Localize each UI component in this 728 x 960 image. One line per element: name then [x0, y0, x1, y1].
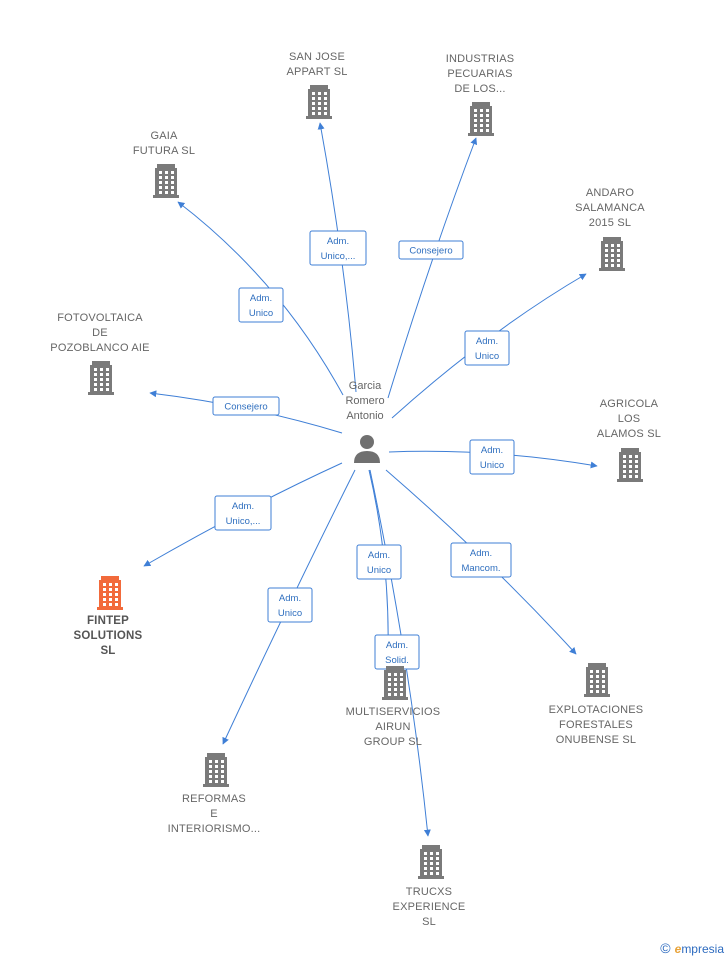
- company-node-multiservicios-airun[interactable]: MULTISERVICIOS AIRUN GROUP SL: [346, 666, 441, 748]
- building-icon: [306, 85, 332, 119]
- edge-label-text: Unico: [278, 608, 302, 619]
- edge-label-fotovoltaica[interactable]: Consejero: [212, 396, 280, 416]
- company-label: ALAMOS SL: [597, 428, 661, 440]
- company-label: 2015 SL: [589, 217, 631, 229]
- edge-label-text: Unico: [480, 460, 504, 471]
- company-label: INDUSTRIAS: [446, 53, 515, 65]
- company-label: INTERIORISMO...: [168, 823, 261, 835]
- company-label: GAIA: [150, 130, 178, 142]
- company-node-trucxs-experience[interactable]: TRUCXS EXPERIENCE SL: [393, 845, 466, 928]
- company-label: ANDARO: [586, 187, 635, 199]
- company-label: EXPERIENCE: [393, 901, 466, 913]
- building-icon: [382, 666, 408, 700]
- company-label: SOLUTIONS: [74, 630, 143, 642]
- edge-label-text: Adm.: [327, 236, 349, 247]
- company-label: E: [210, 808, 218, 820]
- building-icon: [97, 576, 123, 610]
- company-label: REFORMAS: [182, 793, 246, 805]
- company-label: SL: [100, 645, 115, 657]
- company-label: FORESTALES: [559, 719, 633, 731]
- brand-watermark: ©empresia: [660, 940, 724, 956]
- company-label: APPART SL: [286, 66, 347, 78]
- edge-label-text: Unico: [249, 308, 273, 319]
- edge-label-text: Unico: [475, 351, 499, 362]
- edge-label-text: Adm.: [279, 593, 301, 604]
- building-icon: [584, 663, 610, 697]
- company-label: DE LOS...: [454, 83, 505, 95]
- company-label: EXPLOTACIONES: [549, 704, 644, 716]
- building-icon: [418, 845, 444, 879]
- person-label: Garcia: [349, 380, 382, 392]
- edge-industrias-pecuarias: [387, 137, 478, 399]
- company-label: ONUBENSE SL: [556, 734, 636, 746]
- edge-label-text: Unico: [367, 565, 391, 576]
- company-label: SAN JOSE: [289, 51, 345, 63]
- edge-label-industrias-pecuarias[interactable]: Consejero: [398, 240, 464, 260]
- company-label: GROUP SL: [364, 736, 422, 748]
- company-node-fotovoltaica[interactable]: FOTOVOLTAICA DE POZOBLANCO AIE: [50, 312, 149, 395]
- brand-name: mpresia: [681, 942, 724, 956]
- edge-label-andaro-salamanca[interactable]: Adm. Unico: [464, 330, 510, 366]
- edge-label-agricola-los-alamos[interactable]: Adm. Unico: [469, 439, 515, 475]
- edge-label-san-jose-appart[interactable]: Adm. Unico,...: [309, 230, 367, 266]
- building-icon: [153, 164, 179, 198]
- company-node-agricola-los-alamos[interactable]: AGRICOLA LOS ALAMOS SL: [597, 398, 661, 482]
- edge-label-multiservicios-airun[interactable]: Adm. Unico: [356, 544, 402, 580]
- edge-label-gaia-futura[interactable]: Adm. Unico: [238, 287, 284, 323]
- person-label: Antonio: [346, 410, 383, 422]
- edge-label-text: Solid.: [385, 655, 409, 666]
- edge-label-trucxs-experience[interactable]: Adm. Solid.: [374, 634, 420, 670]
- edge-label-text: Adm.: [476, 336, 498, 347]
- nodes-layer: SAN JOSE APPART SL INDUSTRIAS PECUARIAS DE L…: [50, 51, 661, 928]
- person-label: Romero: [345, 395, 384, 407]
- company-label: SL: [422, 916, 436, 928]
- company-node-fintep-solutions[interactable]: FINTEP SOLUTIONS SL: [74, 576, 143, 657]
- edge-label-text: Adm.: [470, 548, 492, 559]
- edge-label-explotaciones-forestales[interactable]: Adm. Mancom.: [450, 542, 512, 578]
- edges-layer: [143, 122, 598, 837]
- company-node-industrias-pecuarias[interactable]: INDUSTRIAS PECUARIAS DE LOS...: [446, 53, 515, 136]
- building-icon: [617, 448, 643, 482]
- edge-label-text: Unico,...: [321, 251, 356, 262]
- building-icon: [468, 102, 494, 136]
- company-label: SALAMANCA: [575, 202, 645, 214]
- company-label: AIRUN: [375, 721, 410, 733]
- copyright-symbol: ©: [660, 940, 671, 956]
- edge-label-text: Adm.: [250, 293, 272, 304]
- edge-label-text: Consejero: [224, 402, 267, 413]
- company-node-andaro-salamanca[interactable]: ANDARO SALAMANCA 2015 SL: [575, 187, 645, 271]
- building-icon: [599, 237, 625, 271]
- edge-label-text: Unico,...: [226, 516, 261, 527]
- company-node-explotaciones-forestales[interactable]: EXPLOTACIONES FORESTALES ONUBENSE SL: [549, 663, 644, 746]
- edge-label-fintep-solutions[interactable]: Adm. Unico,...: [214, 495, 272, 531]
- edge-label-text: Adm.: [232, 501, 254, 512]
- building-icon: [88, 361, 114, 395]
- company-label: AGRICOLA: [600, 398, 659, 410]
- edge-label-text: Mancom.: [461, 563, 500, 574]
- edge-label-text: Consejero: [409, 246, 452, 257]
- company-label: LOS: [618, 413, 641, 425]
- brand-initial: e: [674, 942, 682, 956]
- company-label: FUTURA SL: [133, 145, 195, 157]
- edge-label-text: Adm.: [481, 445, 503, 456]
- edge-label-text: Adm.: [386, 640, 408, 651]
- edge-labels-layer: Adm.Unico,...ConsejeroAdm.UnicoAdm.Unico…: [212, 230, 515, 670]
- edge-label-text: Adm.: [368, 550, 390, 561]
- company-label: POZOBLANCO AIE: [50, 342, 149, 354]
- edge-label-reformas-interiorismo[interactable]: Adm. Unico: [267, 587, 313, 623]
- company-label: MULTISERVICIOS: [346, 706, 441, 718]
- company-label: FOTOVOLTAICA: [57, 312, 143, 324]
- building-icon: [203, 753, 229, 787]
- company-label: PECUARIAS: [447, 68, 512, 80]
- company-node-gaia-futura[interactable]: GAIA FUTURA SL: [133, 130, 195, 198]
- company-node-san-jose-appart[interactable]: SAN JOSE APPART SL: [286, 51, 347, 119]
- company-label: TRUCXS: [406, 886, 452, 898]
- company-label: DE: [92, 327, 108, 339]
- company-label: FINTEP: [87, 615, 129, 627]
- person-icon: [354, 435, 380, 463]
- company-node-reformas-interiorismo[interactable]: REFORMAS E INTERIORISMO...: [168, 753, 261, 835]
